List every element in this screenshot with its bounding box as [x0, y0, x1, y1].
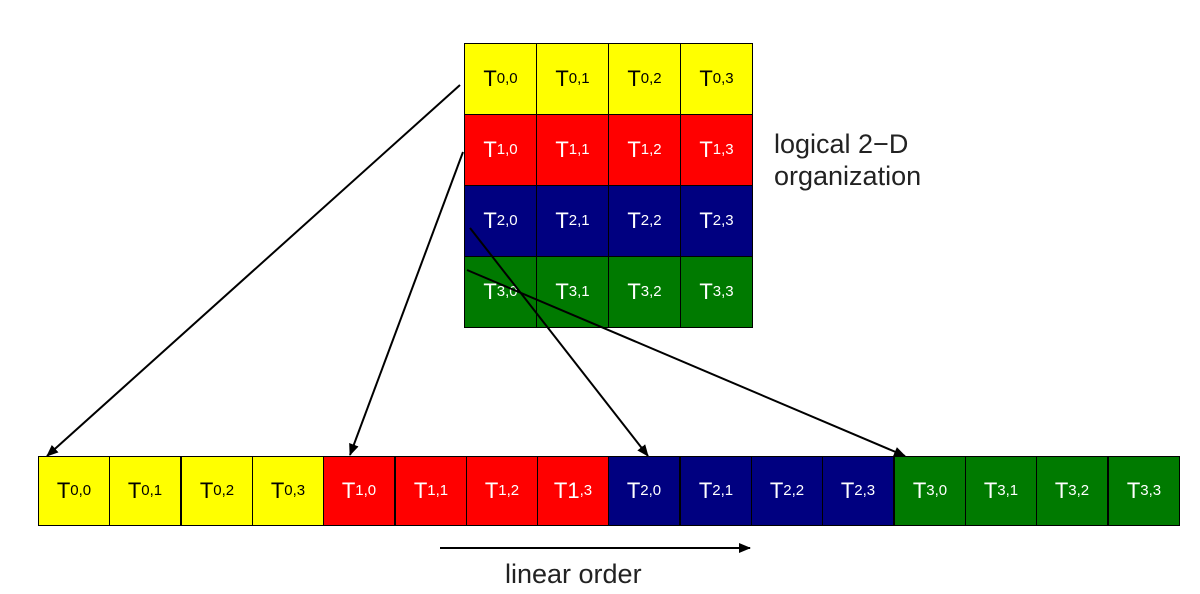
logical-caption-line-2: organization: [774, 161, 922, 192]
linear-order-caption: linear order: [505, 559, 642, 589]
cell-label: T: [627, 208, 641, 233]
cell-label: T: [912, 478, 927, 503]
cell-label: T: [627, 66, 641, 91]
cell-label: T: [699, 137, 713, 162]
cell-label: T: [983, 478, 998, 503]
cell-label: T1: [553, 478, 580, 503]
logical-caption-line-1: logical 2−D: [774, 129, 909, 159]
cell-label: T: [483, 66, 497, 91]
cell-label: T: [627, 279, 641, 304]
cell-label: T: [484, 478, 499, 503]
cell-label: T: [270, 478, 285, 503]
cell-label: T: [769, 478, 784, 503]
cell-label: T: [555, 137, 569, 162]
linear-cell: T1,3: [537, 456, 609, 526]
cell-label: T: [626, 478, 641, 503]
logical-organization-caption: logical 2−D organization: [774, 128, 921, 193]
cell-label: T: [840, 478, 855, 503]
cell-label: T: [698, 478, 713, 503]
cell-label: T: [483, 208, 497, 233]
cell-label: T: [699, 66, 713, 91]
cell-label: T: [555, 208, 569, 233]
arrow-row0: [46, 84, 461, 457]
cell-label: T: [56, 478, 71, 503]
cell-label: T: [1126, 478, 1141, 503]
cell-label: T: [341, 478, 356, 503]
cell-label: T: [627, 137, 641, 162]
cell-label: T: [483, 137, 497, 162]
cell-label: T: [1054, 478, 1069, 503]
cell-label: T: [555, 66, 569, 91]
cell-label: T: [555, 279, 569, 304]
cell-label: T: [699, 279, 713, 304]
cell-label: T: [483, 279, 497, 304]
cell-label: T: [127, 478, 142, 503]
cell-label: T: [699, 208, 713, 233]
cell-label: T: [199, 478, 214, 503]
arrow-row1: [349, 151, 464, 456]
cell-label: T: [413, 478, 428, 503]
